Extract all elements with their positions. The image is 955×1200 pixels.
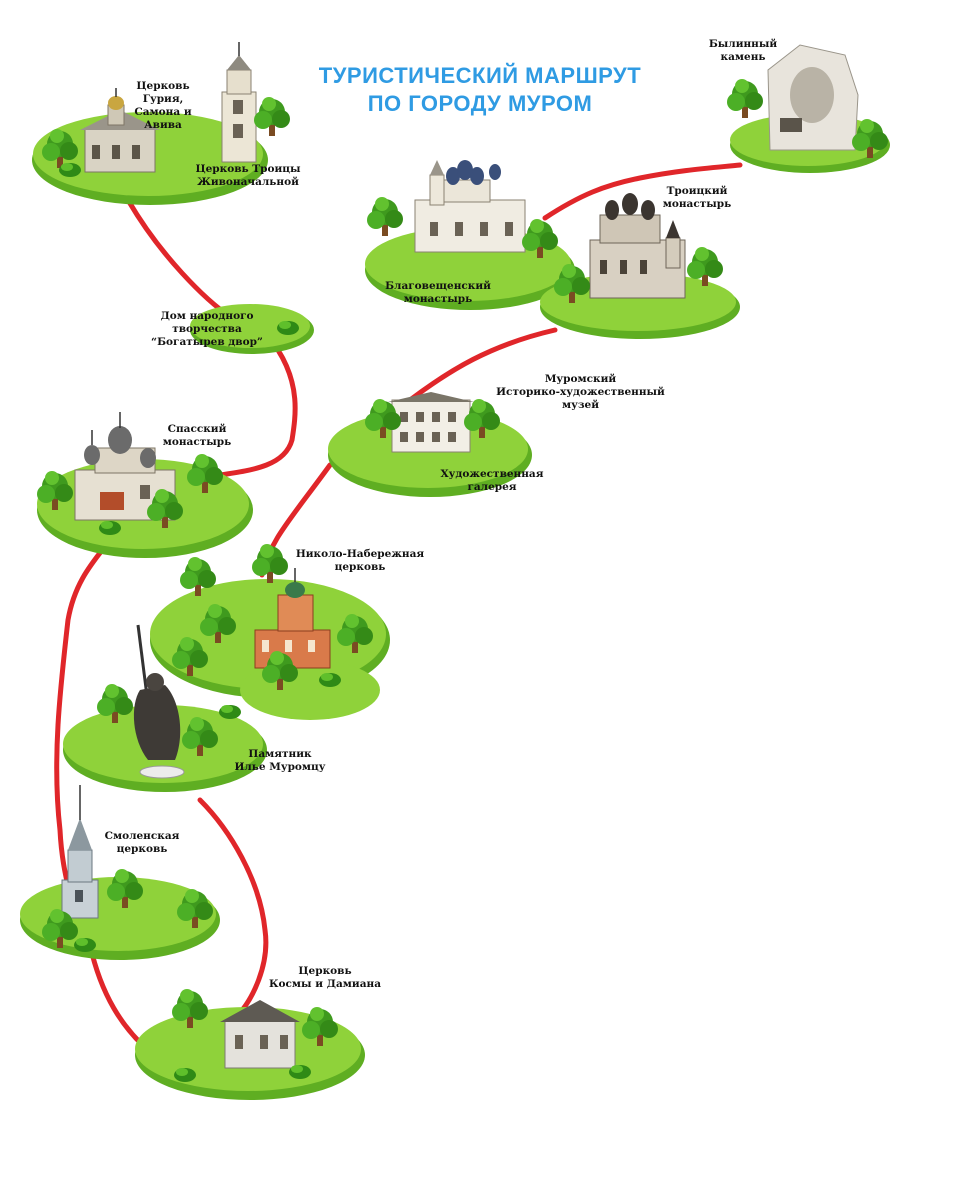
- bell-tower-icon[interactable]: [221, 42, 257, 163]
- label-art-gallery[interactable]: Художественная галерея: [440, 468, 544, 493]
- monastery-icon[interactable]: [74, 412, 176, 521]
- label-spassky-monastery[interactable]: Спасский монастырь: [162, 423, 232, 448]
- monument-icon[interactable]: [133, 624, 185, 779]
- stone-icon[interactable]: [767, 44, 859, 151]
- church-icon[interactable]: [80, 88, 160, 173]
- church-icon[interactable]: [220, 1000, 300, 1069]
- church-icon[interactable]: [254, 568, 331, 669]
- label-troitsky-monastery[interactable]: Троицкий монастырь: [662, 185, 732, 210]
- monastery-icon[interactable]: [414, 160, 526, 253]
- label-blagoveshchensky-monastery[interactable]: Благовещенский монастырь: [385, 280, 491, 305]
- bell-tower-icon[interactable]: [61, 785, 99, 919]
- lawns: [20, 112, 890, 1100]
- label-bylinny-kamen[interactable]: Былинный камень: [708, 38, 778, 63]
- label-church-guriya[interactable]: Церковь Гурия, Самона и Авива: [134, 80, 192, 131]
- label-ilya-muromets[interactable]: Памятник Илье Муромцу: [234, 748, 326, 773]
- label-murom-museum[interactable]: Муромский Историко-художественный музей: [496, 373, 665, 411]
- label-church-troitsy[interactable]: Церковь Троицы Живоначальной: [195, 163, 301, 188]
- map-title: ТУРИСТИЧЕСКИЙ МАРШРУТ ПО ГОРОДУ МУРОМ: [300, 62, 660, 118]
- monastery-icon[interactable]: [589, 193, 686, 299]
- label-smolenskaya[interactable]: Смоленская церковь: [104, 830, 180, 855]
- title-line-2: ПО ГОРОДУ МУРОМ: [367, 91, 593, 116]
- label-dom-tvorchestva[interactable]: Дом народного творчества “Богатырев двор…: [151, 310, 263, 348]
- label-kosmy-damiana[interactable]: Церковь Космы и Дамиана: [268, 965, 382, 990]
- title-line-1: ТУРИСТИЧЕСКИЙ МАРШРУТ: [318, 63, 642, 88]
- label-nikolo-naberezhnaya[interactable]: Николо-Набережная церковь: [295, 548, 425, 573]
- museum-icon[interactable]: [388, 392, 474, 453]
